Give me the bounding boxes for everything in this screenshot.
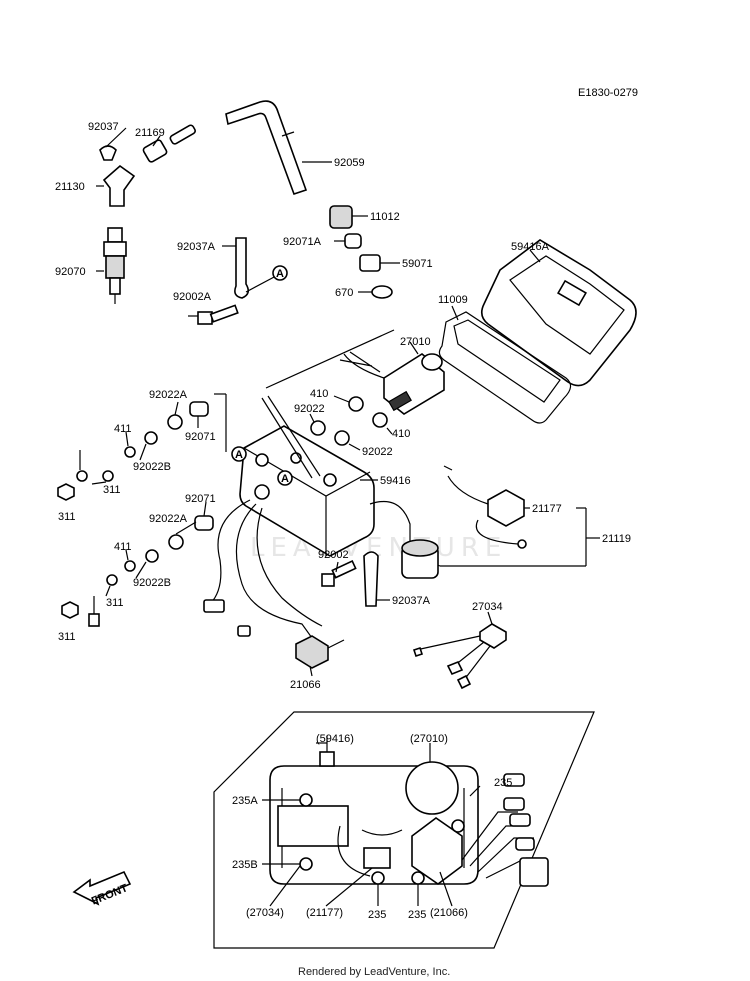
- inset-label-21177: (21177): [306, 907, 343, 919]
- electric-box: [239, 395, 441, 567]
- inset-label-21066: (21066): [430, 907, 468, 919]
- label-92059: 92059: [334, 157, 365, 169]
- label-311-d: 311: [58, 631, 76, 643]
- ring-terminal-311-a: [76, 450, 88, 482]
- bolt-92002A: [197, 304, 239, 325]
- nut-410-b: [372, 412, 388, 428]
- footer-credit: Rendered by LeadVenture, Inc.: [298, 966, 450, 978]
- spark-plug: [103, 227, 127, 304]
- label-27010: 27010: [400, 336, 431, 348]
- grommet-92071A: [344, 233, 362, 249]
- ignition-coil: [401, 539, 439, 579]
- label-92002A: 92002A: [173, 291, 212, 303]
- label-311-a: 311: [103, 484, 121, 496]
- label-59071: 59071: [402, 258, 433, 270]
- label-11009: 11009: [438, 294, 468, 306]
- label-21130: 21130: [55, 181, 85, 193]
- label-11012: 11012: [370, 211, 400, 223]
- label-92037A-lower: 92037A: [392, 595, 431, 607]
- label-21066: 21066: [290, 679, 321, 691]
- nut-311-a: [57, 483, 75, 501]
- starter-relay: [383, 353, 445, 415]
- inset-label-235B: 235B: [232, 859, 258, 871]
- grommet-92071-b: [194, 515, 214, 531]
- label-21169: 21169: [135, 127, 165, 139]
- o-ring-670: [371, 285, 393, 299]
- label-92022-a: 92022: [294, 403, 325, 415]
- label-59416: 59416: [380, 475, 411, 487]
- label-92022B-b: 92022B: [133, 577, 171, 589]
- label-411-a: 411: [114, 423, 132, 435]
- label-21177: 21177: [532, 503, 562, 515]
- washer-92022B-b: [145, 549, 159, 563]
- label-59416A: 59416A: [511, 241, 550, 253]
- vent-hose: [225, 100, 308, 196]
- fitting-59071: [359, 254, 381, 272]
- label-311-c: 311: [106, 597, 124, 609]
- ring-terminal-311-c: [88, 596, 100, 627]
- spark-plug-terminal: [142, 124, 196, 163]
- callout-marker-upper-text: A: [276, 268, 284, 280]
- wiring-harness: [203, 499, 345, 669]
- nut-411-a: [124, 446, 136, 458]
- washer-92022A-a: [167, 414, 183, 430]
- breather-cap: [329, 205, 353, 229]
- label-410-a: 410: [310, 388, 328, 400]
- nut-411-b: [124, 560, 136, 572]
- label-92002: 92002: [318, 549, 349, 561]
- washer-92022-b: [334, 430, 350, 446]
- electric-box-cover: [480, 239, 637, 387]
- front-direction-arrow: [72, 870, 132, 906]
- label-670: 670: [335, 287, 353, 299]
- label-92022-b: 92022: [362, 446, 393, 458]
- label-92022B-a: 92022B: [133, 461, 171, 473]
- label-21119: 21119: [602, 533, 631, 545]
- nut-311-c: [61, 601, 79, 619]
- washer-92022B-a: [144, 431, 158, 445]
- label-92022A-b: 92022A: [149, 513, 188, 525]
- cover-gasket: [438, 311, 572, 424]
- label-311-b: 311: [58, 511, 76, 523]
- washer-92022-a: [310, 420, 326, 436]
- label-92037: 92037: [88, 121, 119, 133]
- label-410-b: 410: [392, 428, 410, 440]
- callout-marker-upper: [272, 265, 288, 281]
- grommet-92071-a: [189, 401, 209, 417]
- label-92070: 92070: [55, 266, 86, 278]
- diagram-code: E1830-0279: [578, 87, 638, 99]
- spark-plug-cap-clip: [99, 145, 117, 161]
- pulser-coil: [412, 623, 507, 690]
- washer-92022A-b: [168, 534, 184, 550]
- label-411-b: 411: [114, 541, 132, 553]
- inset-label-235A: 235A: [232, 795, 258, 807]
- label-27034: 27034: [472, 601, 503, 613]
- inset-label-27010: (27010): [410, 733, 448, 745]
- bolt-92002: [321, 560, 357, 587]
- nut-410-a: [348, 396, 364, 412]
- inset-label-27034: (27034): [246, 907, 284, 919]
- label-92071-a: 92071: [185, 431, 216, 443]
- callout-marker-lower-text: A: [235, 449, 243, 461]
- callout-marker-box: [277, 470, 293, 486]
- label-92037A-upper: 92037A: [177, 241, 216, 253]
- label-92022A-a: 92022A: [149, 389, 188, 401]
- inset-label-235-c: 235: [368, 909, 386, 921]
- callout-marker-box-text: A: [281, 473, 289, 485]
- inset-label-235-d: 235: [408, 909, 426, 921]
- washer-311-b: [102, 470, 114, 482]
- label-92071A: 92071A: [283, 236, 322, 248]
- inset-label-235-top: 235: [494, 777, 512, 789]
- spark-plug-cap: [102, 164, 136, 207]
- clamp-92037A-upper: [234, 237, 250, 299]
- inset-label-59416: (59416): [316, 733, 354, 745]
- assembly-inset: [213, 711, 595, 949]
- label-92071-b: 92071: [185, 493, 216, 505]
- cdi-unit-21177: [443, 465, 527, 549]
- washer-311-d: [106, 574, 118, 586]
- callout-marker-lower: [231, 446, 247, 462]
- clamp-92037A-lower: [363, 551, 379, 607]
